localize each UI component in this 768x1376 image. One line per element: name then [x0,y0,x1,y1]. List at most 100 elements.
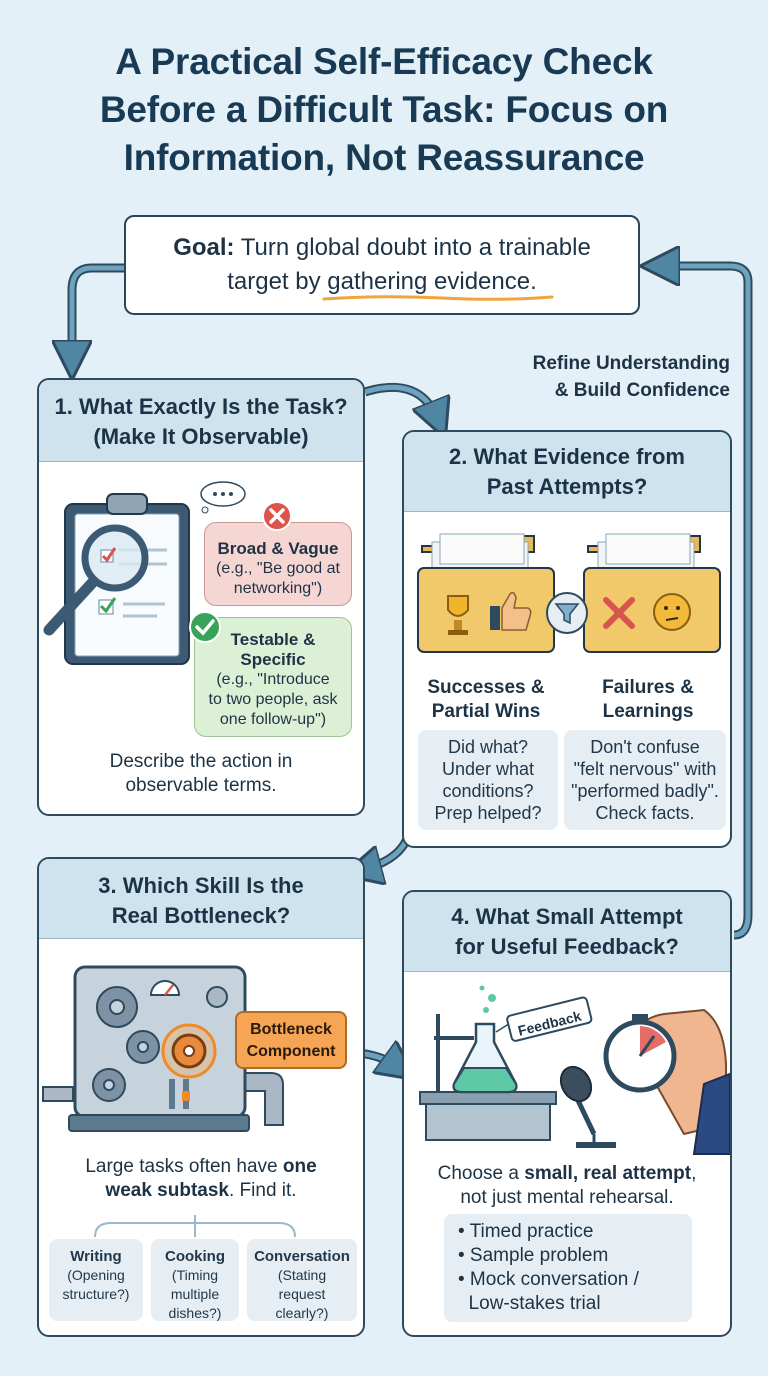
arrow-step2-to-step3 [360,834,413,875]
step3-header: 3. Which Skill Is the Real Bottleneck? [39,859,363,939]
goal-text-line-2: target by gathering evidence. [227,268,537,295]
step4-caption-2: not just mental rehearsal. [460,1187,674,1208]
testable-example-3: one follow-up") [219,711,327,728]
skill-conversation-l3: clearly?) [275,1305,329,1321]
step2-header: 2. What Evidence from Past Attempts? [404,432,730,512]
skill-cooking: Cooking (Timing multiple dishes?) [151,1239,239,1321]
broad-vague-title: Broad & Vague [217,539,339,558]
red-x-icon [262,501,292,531]
step3-caption-1a: Large tasks often have [85,1156,283,1177]
step1-card: 1. What Exactly Is the Task? (Make It Ob… [37,378,365,816]
failures-questions-box: Don't confuse "felt nervous" with "perfo… [564,730,726,830]
skill-cooking-l1: (Timing [171,1267,219,1283]
testable-example-1: (e.g., "Introduce [216,671,330,688]
failures-q3: "performed badly". [571,781,719,801]
experiment-illustration: Feedback [419,985,730,1155]
attempt-list-box: • Timed practice • Sample problem • Mock… [444,1214,692,1322]
skill-conversation-l1: (Stating [277,1267,327,1283]
testable-specific-bubble: Testable & Specific (e.g., "Introduce to… [194,617,352,737]
step4-header: 4. What Small Attempt for Useful Feedbac… [404,892,730,972]
successes-label: Successes & Partial Wins [408,676,564,724]
page-title: A Practical Self-Efficacy Check Before a… [20,38,748,182]
testable-title-2: Specific [240,650,306,669]
skill-cooking-l2: multiple [170,1286,220,1302]
successes-folder-illustration [417,533,555,653]
broad-vague-bubble: Broad & Vague (e.g., "Be good at network… [204,522,352,606]
step4-caption: Choose a small, real attempt, not just m… [404,1162,730,1210]
failures-label-line-2: Learnings [602,701,694,722]
step4-title-line-2: for Useful Feedback? [455,934,679,959]
loop-label: Refine Understanding & Build Confidence [500,350,730,404]
step1-caption-line-1: Describe the action in [109,751,293,772]
step4-card: 4. What Small Attempt for Useful Feedbac… [402,890,732,1337]
step1-header: 1. What Exactly Is the Task? (Make It Ob… [39,380,363,462]
bottleneck-tag-line-1: Bottleneck [250,1021,332,1038]
title-line-3: Information, Not Reassurance [123,137,645,178]
step3-caption-1b: one [282,1156,317,1177]
green-check-icon [189,611,221,643]
skill-cooking-name: Cooking [165,1248,225,1265]
step3-caption: Large tasks often have one weak subtask.… [39,1155,363,1203]
filter-funnel-icon [546,592,588,634]
goal-label: Goal: [173,234,235,261]
step4-caption-1b: small, real attempt [524,1163,692,1184]
successes-label-line-1: Successes & [427,677,545,698]
attempt-list-item: Low-stakes trial [458,1293,601,1314]
testable-example-2: to two people, ask [208,691,338,708]
goal-box: Goal: Turn global doubt into a trainable… [124,215,640,315]
loop-label-line-1: Refine Understanding [532,353,730,374]
skill-writing-l2: structure?) [62,1286,130,1302]
title-line-2: Before a Difficult Task: Focus on [99,89,669,130]
skill-writing-l1: (Opening [67,1267,125,1283]
step1-title-line-2: (Make It Observable) [93,424,309,449]
step3-caption-2b: . Find it. [229,1180,297,1201]
clipboard-magnifier-illustration [43,493,190,665]
machine-gears-illustration [42,965,284,1132]
goal-underline [322,295,554,301]
step4-title-line-1: 4. What Small Attempt [451,904,683,929]
failures-folder-illustration [583,533,721,653]
step3-title-line-1: 3. Which Skill Is the [98,873,304,898]
skill-writing: Writing (Opening structure?) [49,1239,143,1321]
step2-card: 2. What Evidence from Past Attempts? Suc… [402,430,732,848]
arrow-goal-to-step1 [67,263,124,360]
attempt-list-item: • Mock conversation / [458,1269,639,1290]
skill-cooking-l3: dishes?) [168,1305,222,1321]
attempt-list-item: • Sample problem [458,1245,609,1266]
failures-q1: Don't confuse [590,737,700,757]
step2-title-line-2: Past Attempts? [486,474,648,499]
step1-title-line-1: 1. What Exactly Is the Task? [54,394,348,419]
failures-label: Failures & Learnings [570,676,726,724]
failures-q4: Check facts. [595,803,695,823]
attempt-list-item: • Timed practice [458,1221,594,1242]
step4-caption-1c: , [691,1163,697,1184]
skill-writing-name: Writing [70,1248,122,1265]
step3-card: 3. Which Skill Is the Real Bottleneck? B… [37,857,365,1337]
skill-conversation-name: Conversation [254,1248,350,1265]
goal-text-line-1: Turn global doubt into a trainable [240,234,591,261]
step3-caption-2a: weak subtask [105,1180,229,1201]
skill-branch-lines [94,1215,296,1238]
step1-caption-line-2: observable terms. [125,775,277,796]
successes-q3: conditions? [442,781,534,801]
loop-label-line-2: & Build Confidence [554,380,730,401]
bottleneck-tag-line-2: Component [246,1043,336,1060]
title-line-1: A Practical Self-Efficacy Check [115,41,653,82]
skill-conversation-l2: request [278,1286,326,1302]
testable-title-1: Testable & [230,630,316,649]
successes-q1: Did what? [447,737,529,757]
skill-conversation: Conversation (Stating request clearly?) [247,1239,357,1321]
thought-bubble-icon [200,481,246,514]
successes-questions-box: Did what? Under what conditions? Prep he… [418,730,558,830]
broad-vague-example-2: networking") [233,580,323,597]
step1-caption: Describe the action in observable terms. [39,750,363,798]
step4-caption-1a: Choose a [437,1163,525,1184]
successes-q2: Under what [441,759,535,779]
failures-label-line-1: Failures & [602,677,694,698]
successes-label-line-2: Partial Wins [431,701,541,722]
step2-title-line-1: 2. What Evidence from [449,444,685,469]
failures-q2: "felt nervous" with [573,759,717,779]
successes-q4: Prep helped? [434,803,542,823]
broad-vague-example-1: (e.g., "Be good at [216,560,340,577]
